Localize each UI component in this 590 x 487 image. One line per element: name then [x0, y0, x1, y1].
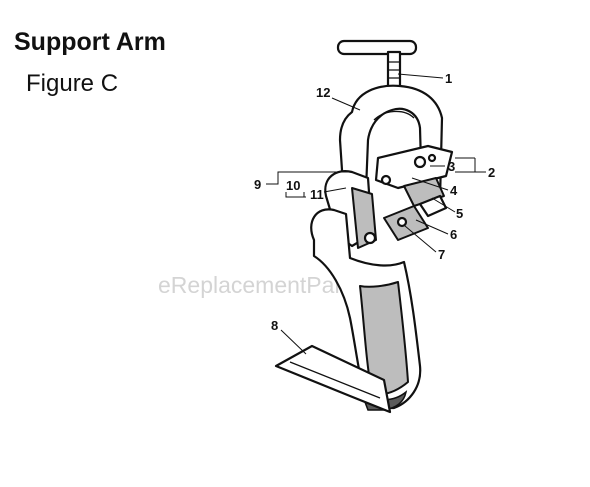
callout-8: 8 [271, 318, 278, 333]
figure-label: Figure C [26, 70, 119, 97]
callout-12: 12 [316, 85, 330, 100]
callout-6: 6 [450, 227, 457, 242]
callout-1: 1 [445, 71, 452, 86]
callout-2: 2 [488, 165, 495, 180]
callouts: 1 2 3 4 5 6 7 8 9 10 11 12 [254, 71, 495, 333]
callout-11: 11 [310, 187, 324, 202]
diagram-title: Support Arm [14, 28, 166, 56]
foot-plate [274, 344, 392, 414]
yoke-frame [338, 84, 444, 202]
callout-10: 10 [286, 178, 300, 193]
callout-9: 9 [254, 177, 261, 192]
callout-4: 4 [450, 183, 458, 198]
pin-spring [383, 205, 429, 241]
callout-7: 7 [438, 247, 445, 262]
arm-body [310, 208, 422, 411]
leader-lines [266, 73, 486, 355]
callout-3: 3 [448, 159, 455, 174]
callout-5: 5 [456, 206, 463, 221]
jaw-assembly [374, 144, 454, 218]
